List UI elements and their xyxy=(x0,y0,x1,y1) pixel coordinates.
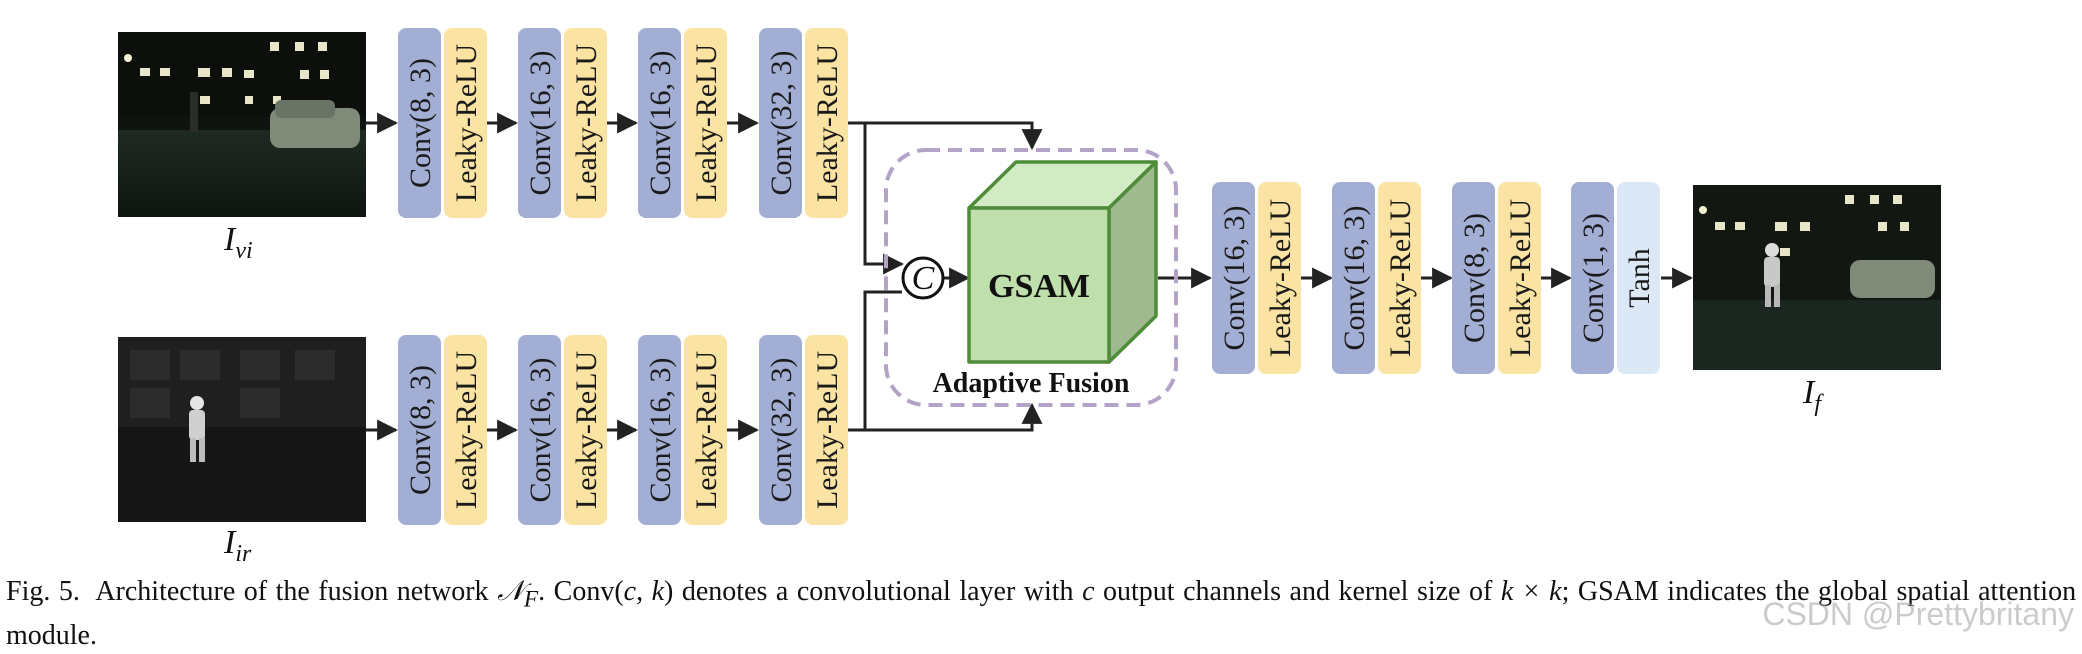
concat-symbol: C xyxy=(912,260,935,297)
caption-kernel-size: k × k xyxy=(1500,576,1562,607)
visible-layer-2: Conv(16, 3) Leaky-ReLU xyxy=(518,28,607,218)
layer-conv-label: Conv(32, 3) xyxy=(765,358,798,503)
visible-input-image xyxy=(118,32,366,217)
layer-activation-label: Leaky-ReLU xyxy=(450,44,483,203)
adaptive-fusion-label: Adaptive Fusion xyxy=(933,368,1130,399)
visible-layer-1: Conv(8, 3) Leaky-ReLU xyxy=(398,28,487,218)
caption-text-1: Architecture of the fusion network xyxy=(95,576,489,607)
layer-conv-label: Conv(16, 3) xyxy=(1218,206,1251,351)
watermark: CSDN @Prettybritany xyxy=(1762,596,2074,632)
layer-conv-label: Conv(1, 3) xyxy=(1577,213,1610,343)
layer-activation-label: Tanh xyxy=(1623,248,1656,308)
fusion-network-diagram: Ivi Iir If xyxy=(118,28,1941,567)
infrared-layer-2: Conv(16, 3) Leaky-ReLU xyxy=(518,335,607,525)
layer-activation-label: Leaky-ReLU xyxy=(1384,199,1417,358)
caption-text-3: ) denotes a convolutional layer with xyxy=(664,576,1074,607)
layer-conv-label: Conv(16, 3) xyxy=(524,358,557,503)
layer-conv-label: Conv(16, 3) xyxy=(524,51,557,196)
layer-activation-label: Leaky-ReLU xyxy=(450,351,483,510)
figure-caption: Fig. 5. Architecture of the fusion netwo… xyxy=(6,574,2076,654)
caption-comma: , xyxy=(636,576,652,607)
decoder: Conv(16, 3) Leaky-ReLU Conv(16, 3) Leaky… xyxy=(1212,182,1660,374)
layer-activation-label: Leaky-ReLU xyxy=(690,351,723,510)
layer-conv-label: Conv(8, 3) xyxy=(404,58,437,188)
caption-var-k: k xyxy=(651,576,665,607)
layer-activation-label: Leaky-ReLU xyxy=(811,44,844,203)
layer-activation-label: Leaky-ReLU xyxy=(570,351,603,510)
visible-branch: Conv(8, 3) Leaky-ReLU Conv(16, 3) Leaky-… xyxy=(398,28,848,218)
fused-output-image xyxy=(1693,185,1941,370)
visible-layer-4: Conv(32, 3) Leaky-ReLU xyxy=(759,28,848,218)
decoder-layer-4: Conv(1, 3) Tanh xyxy=(1571,182,1660,374)
layer-activation-label: Leaky-ReLU xyxy=(1264,199,1297,358)
layer-conv-label: Conv(8, 3) xyxy=(1458,213,1491,343)
concat-node: C xyxy=(901,256,945,300)
infrared-branch: Conv(8, 3) Leaky-ReLU Conv(16, 3) Leaky-… xyxy=(398,335,848,525)
layer-conv-label: Conv(16, 3) xyxy=(644,51,677,196)
layer-activation-label: Leaky-ReLU xyxy=(570,44,603,203)
infrared-layer-4: Conv(32, 3) Leaky-ReLU xyxy=(759,335,848,525)
fused-output-label: If xyxy=(1802,374,1824,417)
caption-fig-number: Fig. 5. xyxy=(6,576,80,607)
infrared-input-label: Iir xyxy=(223,524,252,567)
layer-activation-label: Leaky-ReLU xyxy=(1504,199,1537,358)
caption-text-4: output channels and kernel size of xyxy=(1103,576,1493,607)
infrared-layer-3: Conv(16, 3) Leaky-ReLU xyxy=(638,335,727,525)
layer-activation-label: Leaky-ReLU xyxy=(690,44,723,203)
caption-text-5: ; GSAM indicates the global spatial atte… xyxy=(6,576,2077,651)
infrared-input-image xyxy=(118,337,366,522)
branch-arrows xyxy=(366,112,1694,441)
caption-text-2: . Conv( xyxy=(538,576,624,607)
gsam-cube xyxy=(967,160,1158,364)
decoder-layer-3: Conv(8, 3) Leaky-ReLU xyxy=(1452,182,1541,374)
caption-network-symbol: 𝒩F xyxy=(497,576,539,613)
visible-layer-3: Conv(16, 3) Leaky-ReLU xyxy=(638,28,727,218)
layer-activation-label: Leaky-ReLU xyxy=(811,351,844,510)
decoder-layer-2: Conv(16, 3) Leaky-ReLU xyxy=(1332,182,1421,374)
decoder-layer-1: Conv(16, 3) Leaky-ReLU xyxy=(1212,182,1301,374)
infrared-layer-1: Conv(8, 3) Leaky-ReLU xyxy=(398,335,487,525)
layer-conv-label: Conv(8, 3) xyxy=(404,365,437,495)
layer-conv-label: Conv(16, 3) xyxy=(644,358,677,503)
layer-conv-label: Conv(16, 3) xyxy=(1338,206,1371,351)
caption-var-c: c xyxy=(623,576,637,607)
caption-var-c2: c xyxy=(1082,576,1095,607)
gsam-cube-front xyxy=(967,206,1111,364)
layer-conv-label: Conv(32, 3) xyxy=(765,51,798,196)
gsam-label: GSAM xyxy=(988,268,1090,305)
visible-input-label: Ivi xyxy=(223,221,253,264)
adaptive-fusion-region xyxy=(884,148,1178,407)
